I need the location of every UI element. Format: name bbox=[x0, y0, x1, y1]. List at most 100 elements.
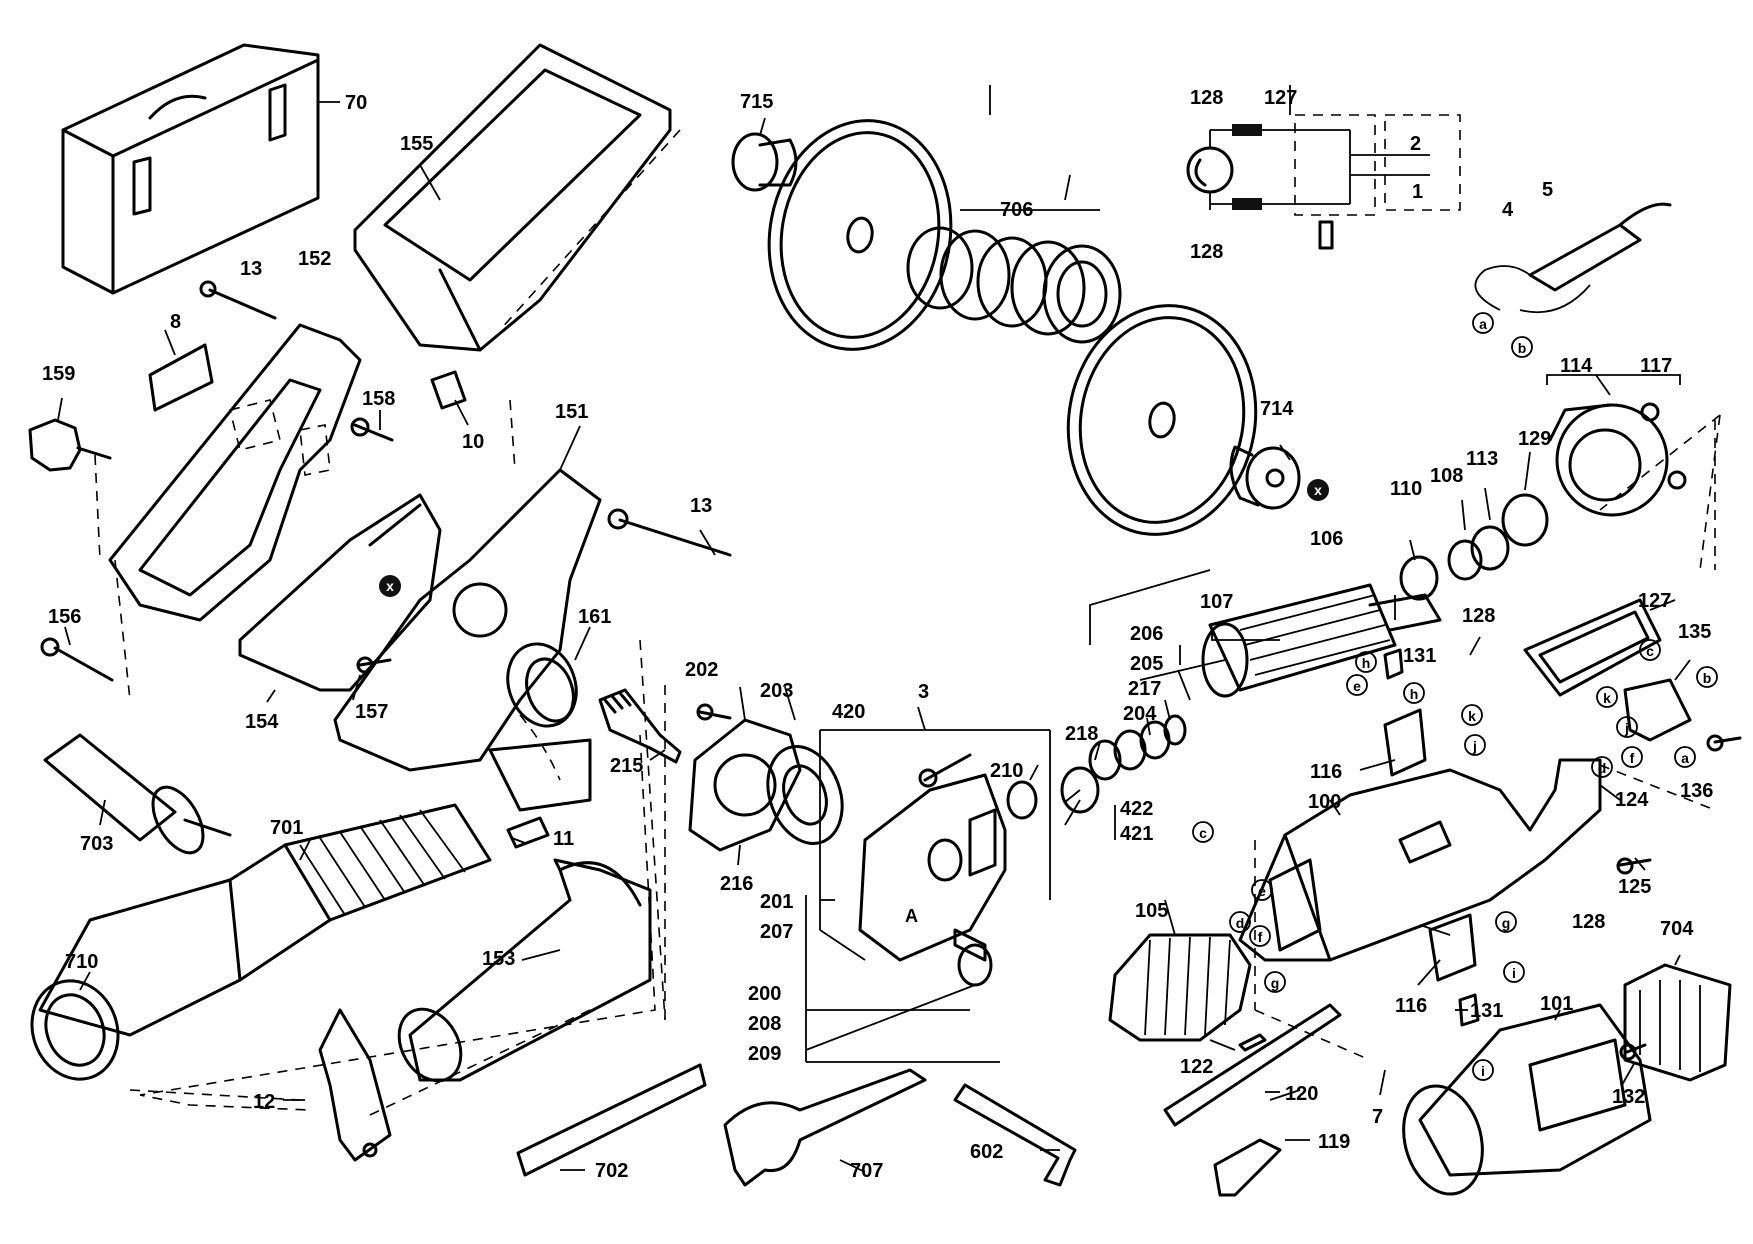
label-136: 136 bbox=[1680, 780, 1713, 802]
label-11: 11 bbox=[553, 828, 574, 850]
label-152: 152 bbox=[298, 248, 331, 270]
group-brackets bbox=[805, 85, 1681, 1062]
label-12: 12 bbox=[253, 1091, 275, 1113]
callout-i2: i bbox=[1481, 1063, 1485, 1079]
callout-f2: f bbox=[1258, 929, 1263, 945]
label-217: 217 bbox=[1128, 678, 1161, 700]
screws bbox=[40, 280, 1742, 1061]
label-131-bottom: 131 bbox=[1470, 1000, 1503, 1022]
callout-j2: j bbox=[1472, 738, 1477, 754]
label-155: 155 bbox=[400, 133, 433, 155]
callout-x: x bbox=[386, 578, 394, 594]
label-13-right: 13 bbox=[690, 495, 712, 517]
label-704: 704 bbox=[1660, 918, 1694, 940]
wiring-schematic bbox=[1186, 114, 1461, 250]
field-coil bbox=[1108, 933, 1252, 1042]
label-107: 107 bbox=[1200, 591, 1233, 613]
power-cord bbox=[1474, 202, 1672, 314]
callout-j: j bbox=[1624, 720, 1629, 736]
label-701: 701 bbox=[270, 817, 303, 839]
label-leaders bbox=[57, 117, 1691, 1173]
label-206: 206 bbox=[1130, 623, 1163, 645]
label-210: 210 bbox=[990, 760, 1023, 782]
spindle bbox=[598, 688, 682, 764]
part-labels: 70 155 13 152 8 159 158 10 151 13 156 15… bbox=[42, 87, 1713, 1182]
callout-a2: a bbox=[1681, 750, 1689, 766]
label-715: 715 bbox=[740, 91, 773, 113]
label-153: 153 bbox=[482, 948, 515, 970]
label-131-top: 131 bbox=[1403, 645, 1436, 667]
hose-adapter bbox=[397, 858, 652, 1083]
label-158: 158 bbox=[362, 388, 395, 410]
extraction-hose bbox=[30, 803, 492, 1081]
label-105: 105 bbox=[1135, 900, 1168, 922]
callout-d2: d bbox=[1236, 915, 1245, 931]
label-201: 201 bbox=[760, 891, 793, 913]
inner-guard bbox=[238, 493, 442, 692]
warning-labels bbox=[148, 343, 550, 849]
label-127-top: 127 bbox=[1264, 87, 1297, 109]
label-714: 714 bbox=[1260, 398, 1294, 420]
label-116-top: 116 bbox=[1310, 761, 1342, 783]
label-128-top: 128 bbox=[1190, 87, 1223, 109]
auxiliary-handle bbox=[43, 733, 232, 855]
switch-board bbox=[1523, 598, 1662, 697]
label-205: 205 bbox=[1130, 653, 1163, 675]
label-100: 100 bbox=[1308, 791, 1341, 813]
label-200: 200 bbox=[748, 983, 781, 1005]
diamond-blade-2 bbox=[1066, 304, 1258, 536]
label-117: 117 bbox=[1640, 355, 1672, 377]
callout-i: i bbox=[1512, 965, 1516, 981]
label-switch-2: 2 bbox=[1410, 133, 1421, 155]
hose-clamp bbox=[318, 1008, 392, 1162]
callout-c2: c bbox=[1199, 825, 1207, 841]
switch-block bbox=[1623, 678, 1692, 742]
label-125: 125 bbox=[1618, 876, 1651, 898]
label-switch-1: 1 bbox=[1412, 181, 1423, 203]
callout-k: k bbox=[1603, 690, 1611, 706]
label-128-right: 128 bbox=[1572, 911, 1605, 933]
label-114: 114 bbox=[1560, 355, 1593, 377]
callout-f: f bbox=[1630, 750, 1635, 766]
star-knob bbox=[28, 418, 112, 472]
label-124: 124 bbox=[1615, 789, 1649, 811]
housing-letter-a: A bbox=[905, 906, 918, 926]
label-120: 120 bbox=[1285, 1083, 1318, 1105]
label-420: 420 bbox=[832, 701, 865, 723]
label-116-bottom: 116 bbox=[1395, 995, 1427, 1017]
callout-h2: h bbox=[1410, 686, 1419, 702]
callout-a: a bbox=[1479, 316, 1487, 332]
brush-holders bbox=[1383, 648, 1480, 1027]
label-156: 156 bbox=[48, 606, 81, 628]
spacer-stack bbox=[906, 226, 1122, 344]
callout-e: e bbox=[1353, 678, 1361, 694]
label-113: 113 bbox=[1466, 448, 1498, 470]
callout-b: b bbox=[1518, 340, 1527, 356]
flange-outer bbox=[731, 132, 798, 192]
callout-g: g bbox=[1271, 975, 1280, 991]
filter-grille bbox=[1623, 963, 1732, 1082]
diamond-blade-1 bbox=[767, 119, 953, 351]
callout-d: d bbox=[1598, 760, 1607, 776]
label-110: 110 bbox=[1390, 478, 1422, 500]
label-707: 707 bbox=[850, 1160, 883, 1182]
label-70: 70 bbox=[345, 92, 367, 114]
label-208: 208 bbox=[748, 1013, 781, 1035]
support-bracket bbox=[333, 468, 602, 812]
assembly-dash-lines bbox=[94, 129, 1721, 1116]
gear-housing bbox=[858, 773, 1007, 962]
label-151: 151 bbox=[555, 401, 588, 423]
flange-inner bbox=[1229, 445, 1301, 510]
label-154: 154 bbox=[245, 711, 279, 733]
label-703: 703 bbox=[80, 833, 113, 855]
callout-e2: e bbox=[1258, 883, 1266, 899]
label-602: 602 bbox=[970, 1141, 1003, 1163]
bearings-small bbox=[953, 714, 1187, 987]
label-204: 204 bbox=[1123, 703, 1157, 725]
label-157: 157 bbox=[355, 701, 388, 723]
label-7: 7 bbox=[1372, 1106, 1383, 1128]
label-135: 135 bbox=[1678, 621, 1711, 643]
label-132: 132 bbox=[1612, 1086, 1645, 1108]
